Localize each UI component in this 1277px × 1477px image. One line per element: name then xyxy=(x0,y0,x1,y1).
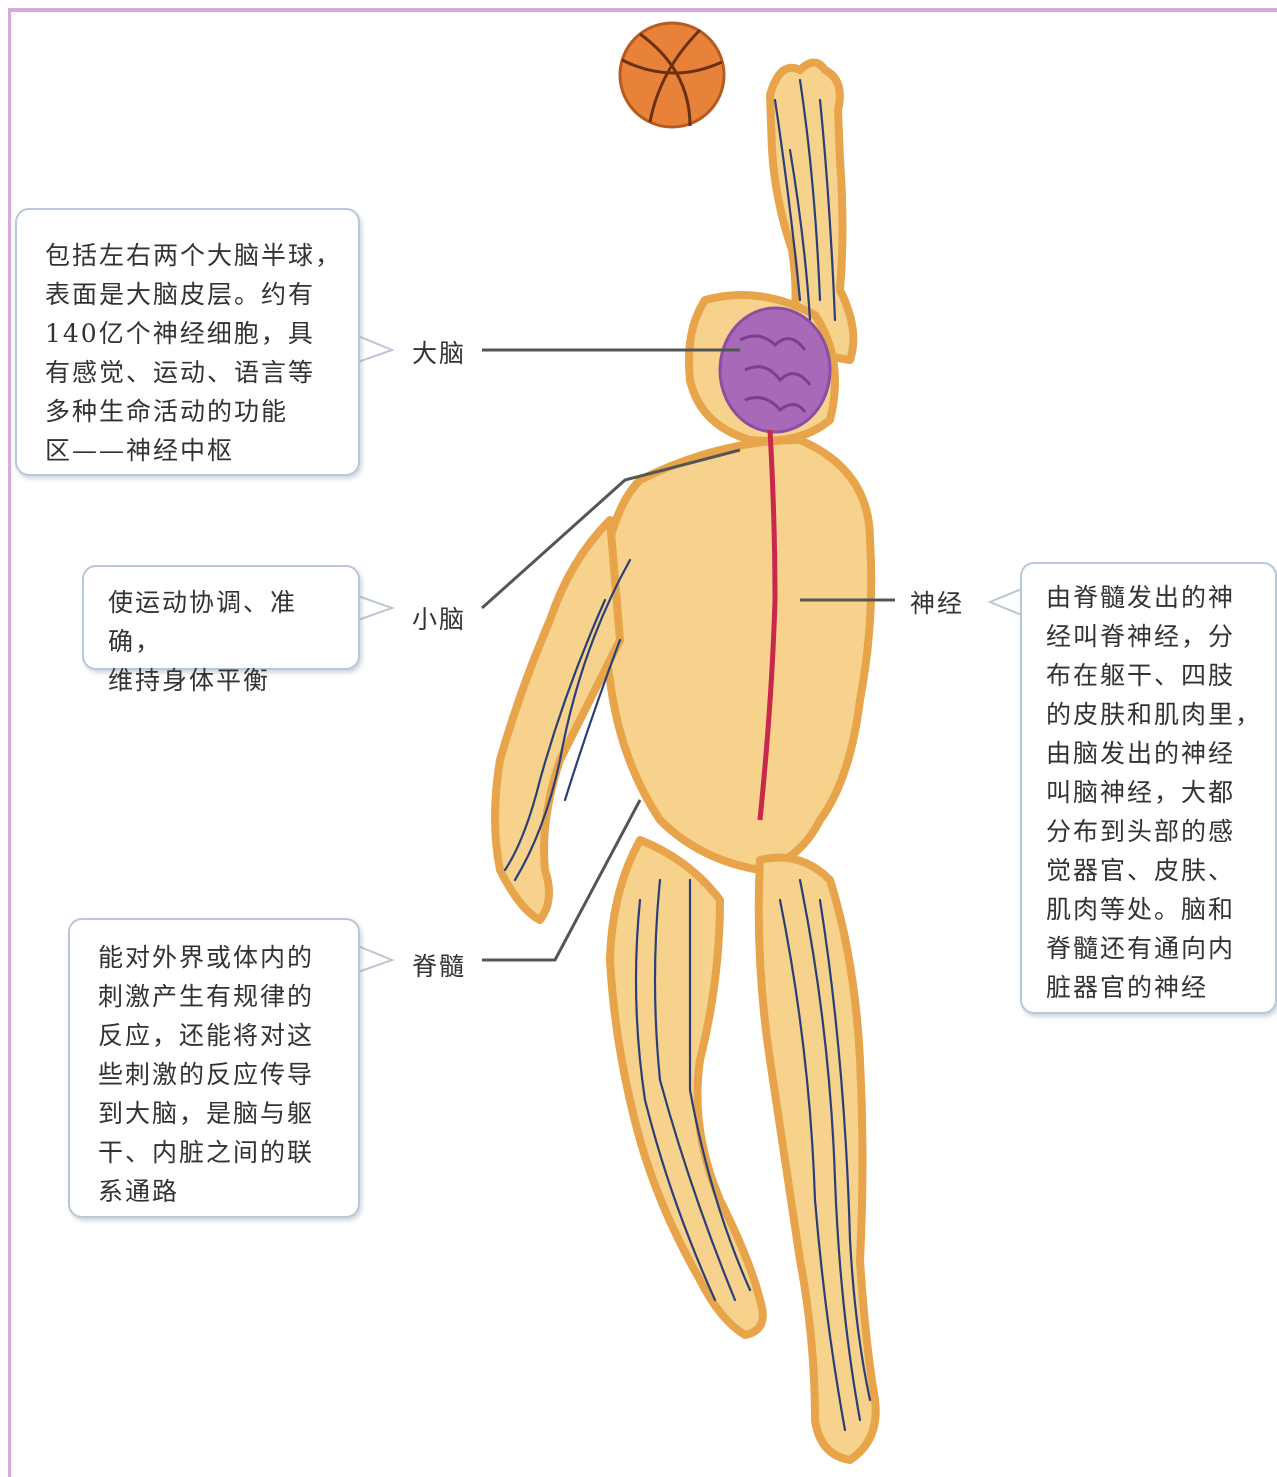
brain-cerebrum xyxy=(720,308,830,432)
spinal-cord-description: 能对外界或体内的 刺激产生有规律的 反应，还能将对这 些刺激的反应传导 到大脑，… xyxy=(68,918,360,1218)
spinal-cord-label: 脊髓 xyxy=(412,947,466,983)
basketball-icon xyxy=(620,23,724,127)
cerebellum-label: 小脑 xyxy=(412,600,466,636)
cerebrum-description: 包括左右两个大脑半球， 表面是大脑皮层。约有 140亿个神经细胞，具 有感觉、运… xyxy=(15,208,360,476)
cerebellum-description: 使运动协调、准确， 维持身体平衡 xyxy=(82,565,360,670)
cerebrum-label: 大脑 xyxy=(412,334,466,370)
nerves-label: 神经 xyxy=(910,584,964,620)
nerves-description: 由脊髓发出的神 经叫脊神经，分 布在躯干、四肢 的皮肤和肌肉里， 由脑发出的神经… xyxy=(1020,562,1277,1014)
